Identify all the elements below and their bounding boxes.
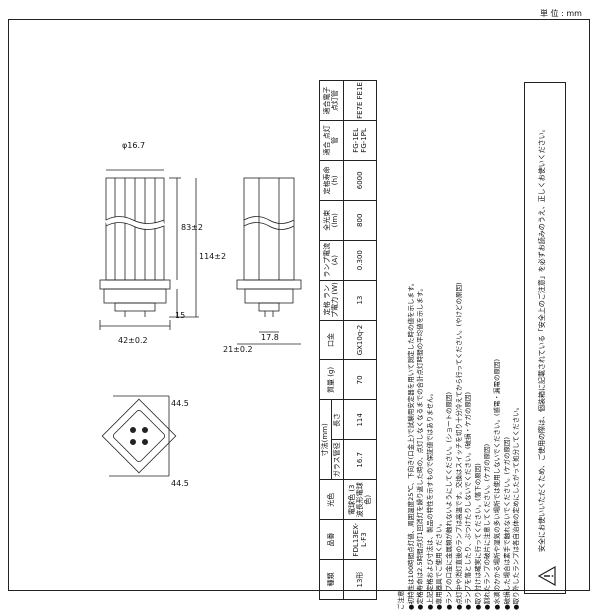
header-dimensions: 寸法(mm) bbox=[319, 399, 332, 480]
cell-light-color: 電球色 (3波長形電球色) bbox=[343, 479, 377, 520]
front-view-lamp bbox=[99, 169, 199, 330]
header-mass: 質量 (g) bbox=[319, 359, 344, 400]
warning-icon bbox=[538, 566, 556, 586]
header-rated-power: 定格 ランプ電力 (W) bbox=[319, 280, 344, 321]
lamp-drawing bbox=[99, 169, 302, 477]
spec-table: 種類 品番 光色 寸法(mm) 質量 (g) 口金 定格 ランプ電力 (W) ラ… bbox=[319, 80, 377, 600]
header-luminous-flux: 全光束 (lm) bbox=[319, 200, 344, 241]
header-rated-life: 定格寿命 (h) bbox=[319, 160, 344, 201]
safety-warning-text: 安全にお使いいただくため、ご使用の際は、個装箱に記載されている「安全上のご注意」… bbox=[538, 125, 546, 552]
note-line: ●ランプを落としたり、ぶつけたりしないでください。(破損・ケガの原因) bbox=[464, 391, 473, 610]
subheader-length: 長さ bbox=[331, 399, 344, 440]
cell-mass: 70 bbox=[343, 359, 377, 400]
note-line: ●水滴のかかる場所や湿気の多い場所では使用しないでください。(感電・漏電の原因) bbox=[492, 358, 501, 610]
unit-label: 単 位 : mm bbox=[540, 9, 582, 18]
diameter-label: φ16.7 bbox=[122, 141, 146, 150]
header-lamp-current: ランプ電流 (A) bbox=[319, 240, 344, 281]
cell-rated-power: 13 bbox=[343, 280, 377, 321]
spec-sheet: φ16.7 83±2 114±2 15 42±0.2 17.8 21±0.2 4… bbox=[8, 19, 590, 610]
note-line: ●割れたランプの破片に注意してください。(ケガの原因) bbox=[483, 443, 492, 610]
note-line: ●ランプの口金に金属類が触れないようにしてください。(ショートの原因) bbox=[444, 391, 453, 610]
cell-part-number: FDL13EX-L·F3 bbox=[343, 519, 377, 560]
header-base: 口金 bbox=[319, 320, 344, 360]
cell-length: 114 bbox=[343, 399, 377, 440]
cell-tube-diameter: 16.7 bbox=[343, 439, 377, 480]
note-line: ●破損した場合は素手で触れないでください。(ケガの原因) bbox=[502, 436, 511, 610]
tube-height-label: 83±2 bbox=[181, 223, 203, 232]
subheader-tube-diameter: ガラス管径 bbox=[331, 439, 344, 480]
safety-warning-box: 安全にお使いいただくため、ご使用の際は、個装箱に記載されている「安全上のご注意」… bbox=[524, 82, 566, 594]
bottom-width-label: 44.5 bbox=[171, 399, 189, 408]
header-type: 種類 bbox=[319, 559, 344, 600]
cell-lamp-current: 0.300 bbox=[343, 240, 377, 281]
header-electronic-starter: 適合電子 点灯管 bbox=[319, 80, 344, 121]
header-light-color: 光色 bbox=[319, 479, 344, 520]
overall-height-label: 114±2 bbox=[199, 252, 227, 261]
notes-section: ご注意 ●初特性は100時間点灯値、周囲温度25℃、下向き(口金上)で試験用安定… bbox=[397, 140, 520, 610]
note-line: ●定格寿命は2.5時間点灯1回消灯を繰り返した時の、点灯しなくなるまでの合計点灯… bbox=[416, 285, 425, 610]
base-width-label: 42±0.2 bbox=[118, 336, 148, 345]
base-height-label: 15 bbox=[175, 311, 186, 320]
cell-base: GX10q-2 bbox=[343, 320, 377, 360]
bottom-height-label: 44.5 bbox=[171, 479, 189, 488]
side-view-lamp bbox=[236, 177, 302, 345]
cell-luminous-flux: 800 bbox=[343, 200, 377, 241]
notes-heading: ご注意 bbox=[397, 590, 405, 610]
note-line: ●上記定格および寸法は、製品の特性を示すもので保証値ではありません。 bbox=[425, 390, 434, 610]
bottom-view-base bbox=[101, 395, 177, 477]
note-line: ●取り付けは確実に行ってください。(落下の原因) bbox=[473, 463, 482, 610]
header-part-number: 品番 bbox=[319, 519, 344, 560]
note-line: ●専用器具でご使用ください。 bbox=[435, 519, 444, 610]
cell-rated-life: 6000 bbox=[343, 160, 377, 201]
base-depth-label: 21±0.2 bbox=[223, 345, 253, 354]
cell-type: 13形 bbox=[343, 559, 377, 600]
note-line: ●取り外したランプは各自治体の定めにしたがって処分してください。 bbox=[512, 403, 521, 610]
cell-starter: FG-1EL FG-1PL bbox=[343, 120, 377, 161]
header-starter: 適合 点灯管 bbox=[319, 120, 344, 161]
pin-offset-label: 17.8 bbox=[261, 333, 279, 342]
cell-electronic-starter: FE7E FE1E bbox=[343, 80, 377, 121]
note-line: ●点灯中や消灯直後のランプは高温です。交換はスイッチを切り十分冷えてから行ってく… bbox=[454, 282, 463, 610]
note-line: ●初特性は100時間点灯値、周囲温度25℃、下向き(口金上)で試験用安定器を用い… bbox=[406, 279, 415, 610]
